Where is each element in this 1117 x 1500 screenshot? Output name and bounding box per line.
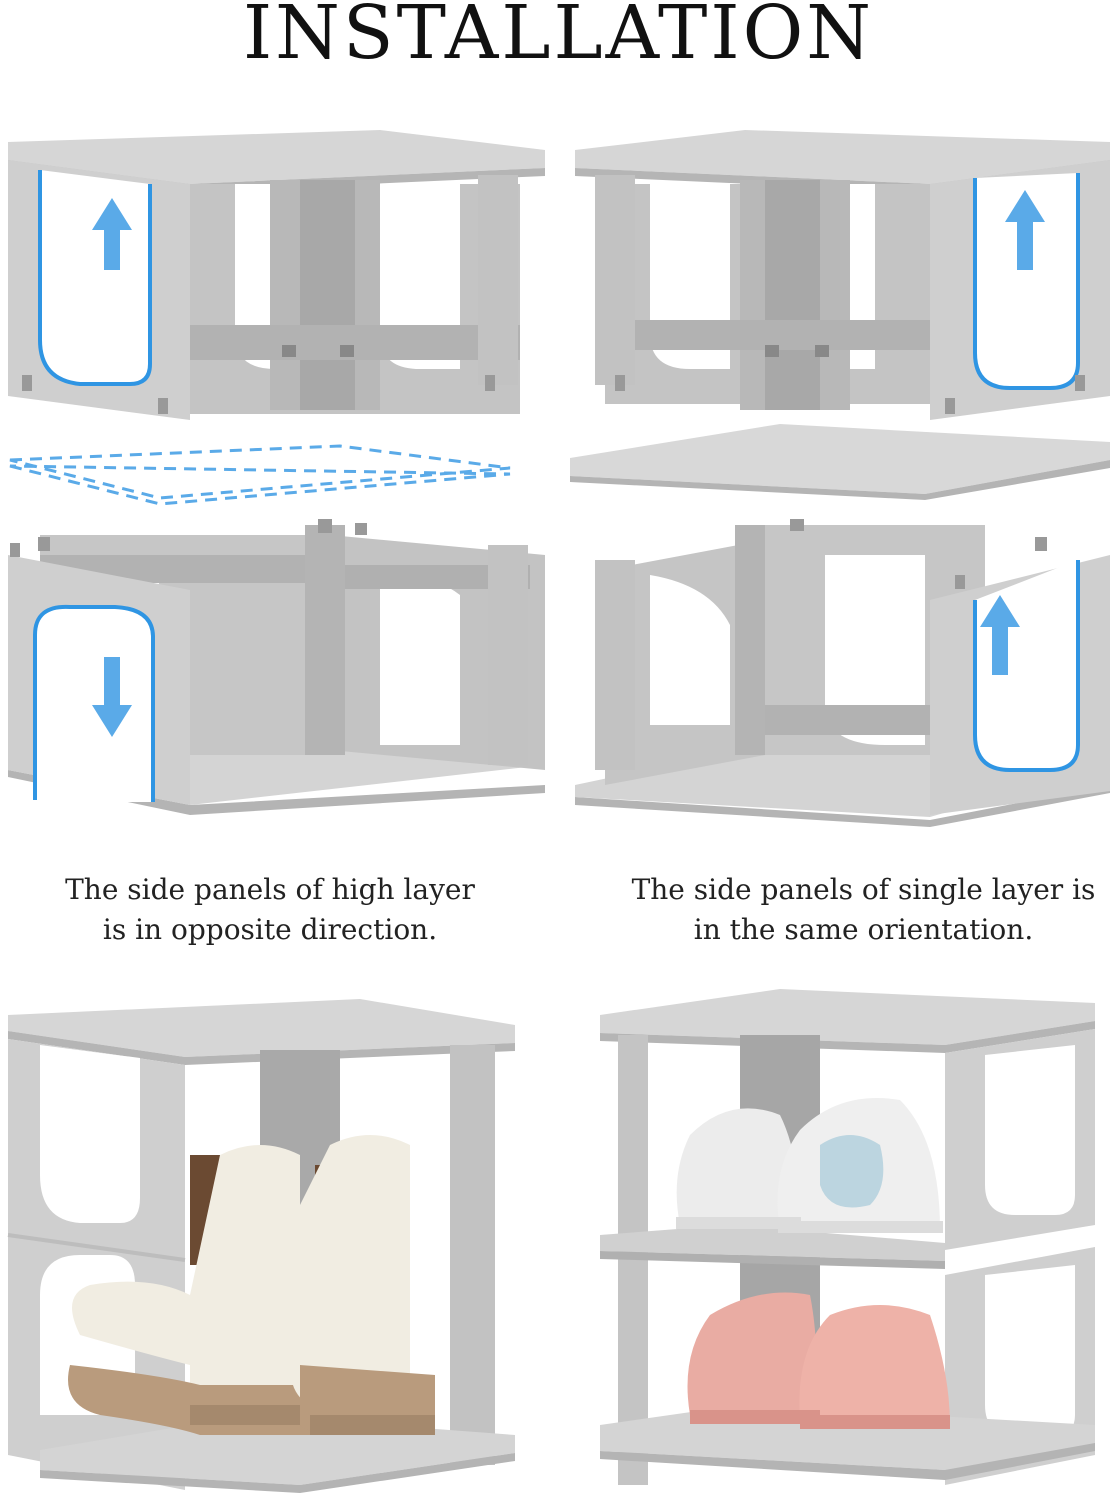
single-layer-assembled-illustration xyxy=(575,130,1110,420)
caption-high-layer: The side panels of high layer is in oppo… xyxy=(20,870,520,950)
caption-single-layer-line1: The side panels of single layer is xyxy=(631,873,1096,906)
arrow-up-icon xyxy=(1005,190,1045,270)
single-layer-open-illustration xyxy=(575,519,1110,827)
caption-single-layer: The side panels of single layer is in th… xyxy=(610,870,1117,950)
boot-right xyxy=(290,1135,435,1435)
page-title: INSTALLATION xyxy=(242,0,875,76)
shelf-board xyxy=(570,424,1110,500)
high-layer-open-illustration xyxy=(8,519,545,815)
caption-high-layer-line2: is in opposite direction. xyxy=(102,913,438,946)
sneakers-rack-photo xyxy=(600,989,1095,1485)
caption-high-layer-line1: The side panels of high layer xyxy=(65,873,475,906)
arrow-up-icon xyxy=(92,198,132,270)
pink-sneakers xyxy=(687,1292,950,1429)
arrow-up-icon xyxy=(980,595,1020,675)
arrow-down-icon xyxy=(92,657,132,737)
white-sneakers xyxy=(676,1098,943,1233)
caption-single-layer-line2: in the same orientation. xyxy=(693,913,1034,946)
boot-left xyxy=(68,1145,310,1435)
boots-rack-photo xyxy=(7,999,515,1493)
high-layer-assembled-illustration xyxy=(8,130,545,420)
dashed-shelf-outline xyxy=(9,444,511,506)
